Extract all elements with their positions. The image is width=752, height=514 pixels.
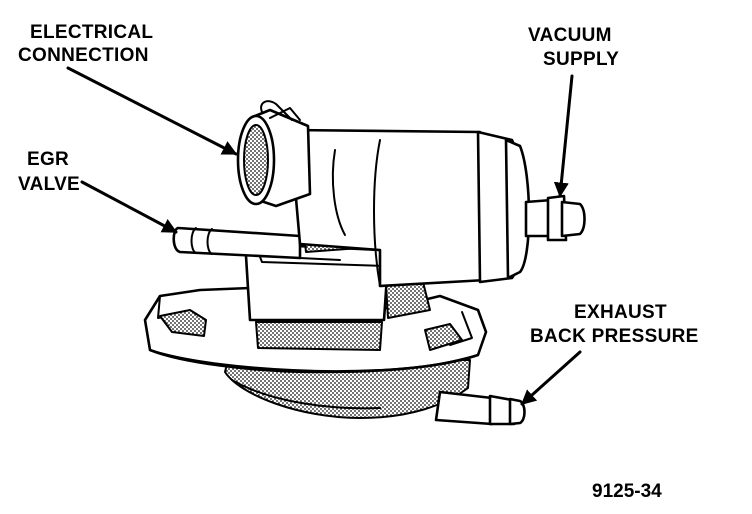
label-vacuum-1: VACUUM: [528, 25, 612, 46]
label-electrical-2: CONNECTION: [18, 45, 149, 66]
label-electrical-1: ELECTRICAL: [30, 22, 153, 43]
label-vacuum-2: SUPPLY: [543, 49, 619, 70]
egr-leader: [80, 180, 178, 234]
vacuum-leader: [553, 74, 574, 198]
leader-lines: [66, 66, 582, 406]
electrical-connector: [236, 100, 312, 208]
label-egr-2: VALVE: [18, 174, 80, 195]
label-exhaust-1: EXHAUST: [574, 302, 667, 323]
callout-labels: ELECTRICAL CONNECTION VACUUM SUPPLY EGR …: [18, 22, 699, 502]
label-exhaust-2: BACK PRESSURE: [530, 326, 699, 347]
exhaust-leader: [520, 350, 582, 406]
vacuum-nipple: [524, 194, 586, 242]
figure-number: 9125-34: [592, 481, 662, 502]
transducer-illustration: [143, 100, 586, 426]
solenoid-cylinder: [288, 128, 488, 288]
label-egr-1: EGR: [27, 149, 69, 170]
electrical-leader: [66, 66, 238, 156]
end-cap: [476, 130, 531, 284]
exhaust-nipple: [434, 390, 526, 426]
egr-port: [172, 226, 302, 260]
